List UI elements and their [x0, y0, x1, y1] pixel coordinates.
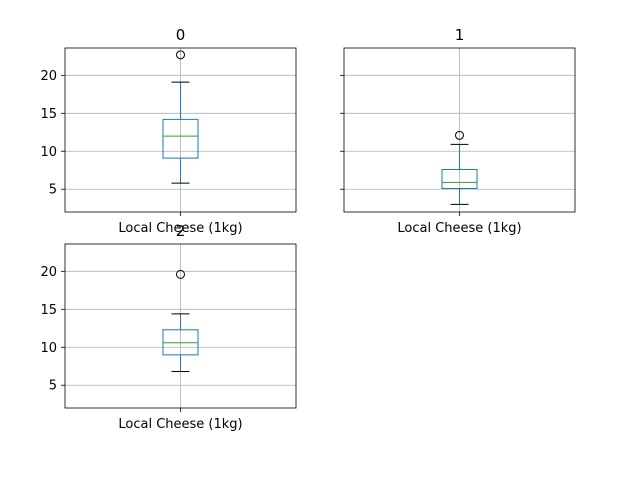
y-tick-label: 20	[40, 69, 57, 84]
iqr-box	[162, 118, 199, 159]
y-tick-label: 15	[40, 107, 57, 122]
axes-frame	[343, 47, 576, 213]
subplot-title: 2	[176, 222, 186, 240]
x-tick-label: Local Cheese (1kg)	[397, 221, 521, 236]
subplot-title: 0	[176, 26, 186, 44]
outlier-point	[176, 50, 185, 60]
y-tick-label: 10	[40, 341, 57, 356]
y-tick-label: 10	[40, 145, 57, 160]
subplot-1: Local Cheese (1kg) 1	[340, 26, 576, 236]
outlier-point	[176, 269, 185, 279]
y-tick-label: 20	[40, 265, 57, 280]
y-tick-label: 15	[40, 303, 57, 318]
iqr-box	[441, 168, 478, 189]
x-tick-label: Local Cheese (1kg)	[118, 221, 242, 236]
outlier-point	[455, 130, 464, 140]
x-tick-label: Local Cheese (1kg)	[118, 417, 242, 432]
subplot-title: 1	[455, 26, 465, 44]
axes-frame	[64, 243, 297, 409]
axes-frame	[64, 47, 297, 213]
y-tick-label: 5	[49, 379, 57, 394]
y-tick-label: 5	[49, 183, 57, 198]
